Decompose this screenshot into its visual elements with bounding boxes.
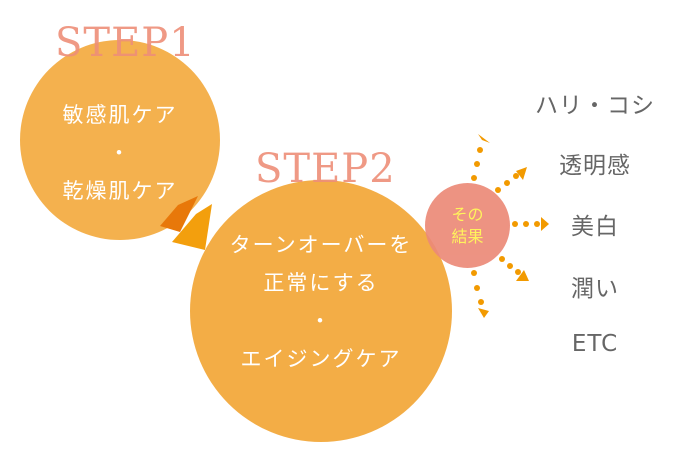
outcome-item: ETC: [571, 331, 619, 357]
step1-text: 敏感肌ケア ・ 乾燥肌ケア: [20, 96, 220, 210]
step1-label: STEP1: [55, 20, 196, 66]
step2-circle: [190, 180, 452, 442]
step2-text: ターンオーバーを 正常にする ・ エイジングケア: [190, 226, 452, 378]
step2-line: 正常にする: [263, 271, 379, 295]
result-line: 結果: [451, 226, 484, 246]
step-arrow-dark-icon: [160, 196, 198, 232]
dotted-arrows: [471, 134, 549, 318]
arrow-right-icon: [541, 217, 549, 231]
step1-line: ・: [108, 141, 132, 165]
outcome-item: ハリ・コシ: [535, 93, 655, 119]
step1-line: 乾燥肌ケア: [62, 179, 178, 203]
step2-line: ターンオーバーを: [229, 233, 413, 257]
outcome-item: 潤い: [571, 276, 619, 302]
step2-line: ・: [309, 309, 333, 333]
result-circle: その 結果: [425, 183, 510, 268]
outcome-item: 美白: [571, 214, 619, 240]
step-arrow-icon: [172, 204, 212, 250]
arrow-down-icon: [478, 308, 489, 318]
step1-line: 敏感肌ケア: [62, 103, 178, 127]
arrow-up-icon: [478, 134, 490, 143]
arrow-downright-icon: [516, 270, 529, 281]
step2-label: STEP2: [255, 146, 396, 192]
outcome-item: 透明感: [559, 153, 631, 179]
step2-line: エイジングケア: [240, 347, 402, 371]
arrow-upright-icon: [516, 167, 527, 180]
result-line: その: [451, 204, 484, 224]
